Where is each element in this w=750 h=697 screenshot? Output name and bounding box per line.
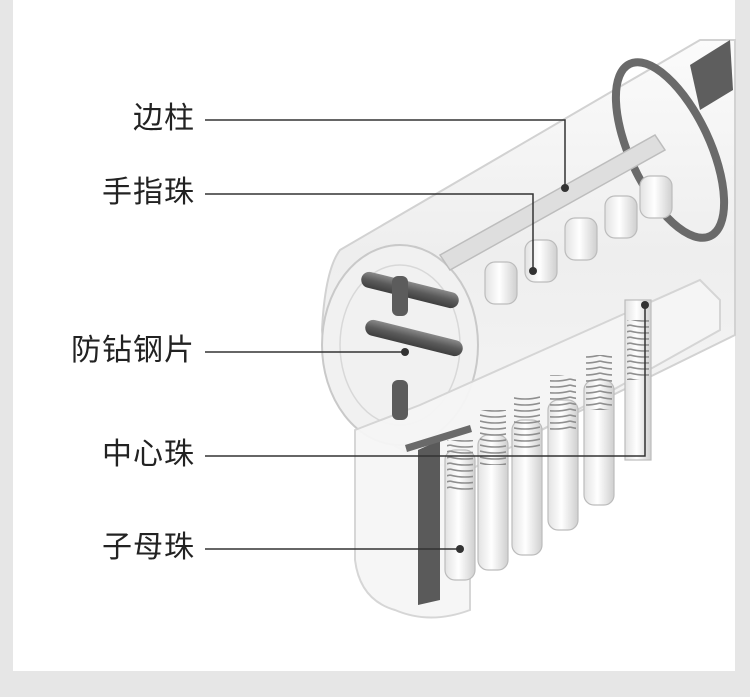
anti-drill-rods [361, 271, 463, 420]
leader-line-side-bar [205, 119, 566, 188]
label-center-pin: 中心珠 [102, 437, 195, 472]
label-side-bar: 边柱 [133, 101, 195, 136]
anti-drill-plate [405, 425, 472, 605]
side-bar [438, 134, 667, 271]
label-driver-pin: 子母珠 [102, 530, 195, 565]
leader-dots [401, 184, 649, 553]
leader-lines [205, 119, 646, 550]
driver-pin-stacks [444, 355, 615, 581]
center-pins [624, 299, 652, 461]
label-finger-pin: 手指珠 [102, 175, 195, 210]
leader-line-finger-pin [205, 193, 534, 271]
label-anti-drill-plate: 防钻钢片 [71, 333, 195, 368]
leader-line-center-pin [205, 305, 646, 457]
